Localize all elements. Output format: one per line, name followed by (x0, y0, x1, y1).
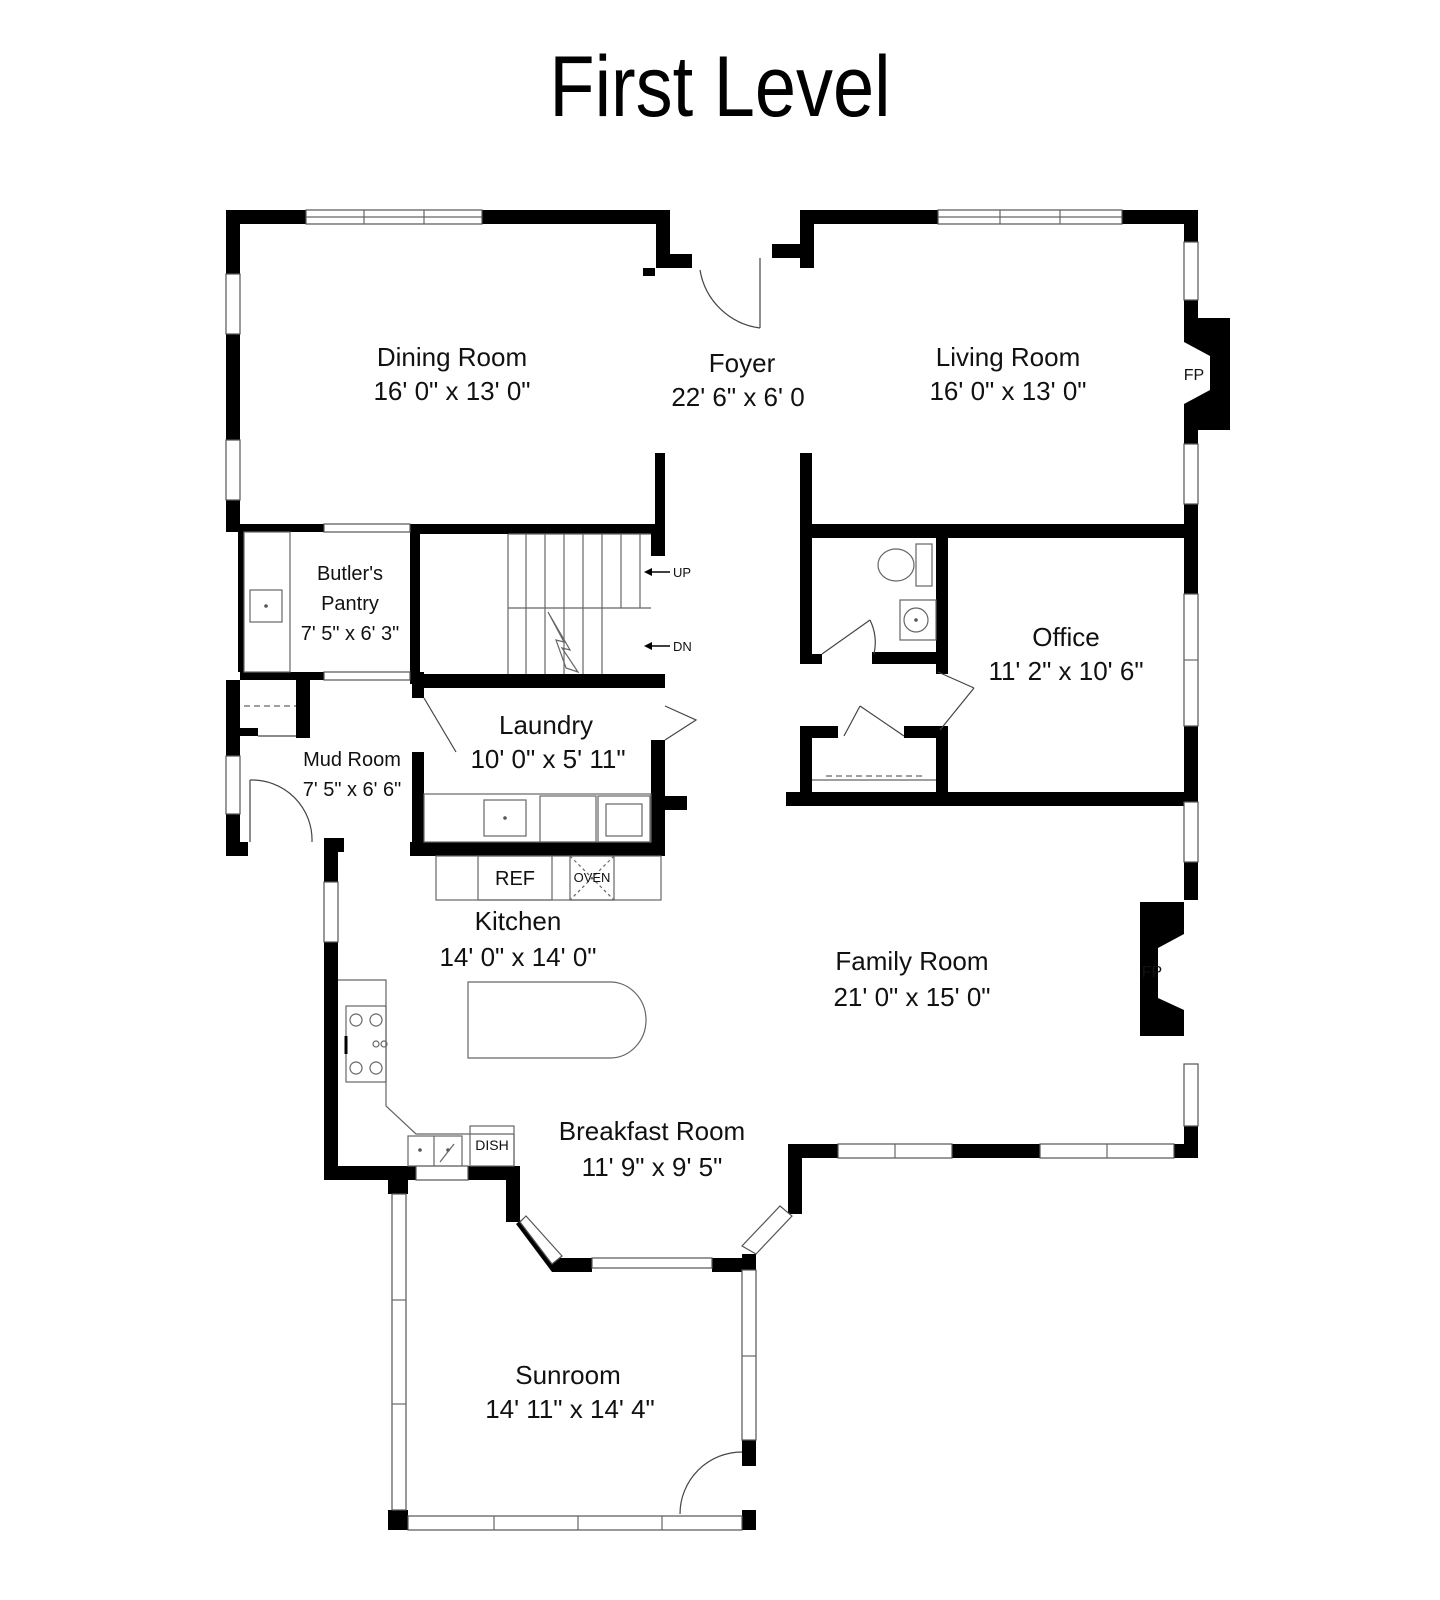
floor-title: First Level (549, 39, 891, 135)
refrigerator-icon (477, 855, 553, 901)
toilet-tank-icon (915, 543, 933, 587)
ref-label: REF (495, 868, 535, 890)
living-room-dims: 16' 0" x 13' 0" (929, 376, 1086, 406)
laundry-sink-icon (483, 799, 527, 837)
breakfast-room-name: Breakfast Room (559, 1116, 745, 1146)
pantry-sink-icon (249, 589, 283, 623)
butlers-pantry-name-2: Pantry (321, 593, 379, 615)
laundry-name: Laundry (499, 710, 593, 740)
exterior-walls (226, 210, 1230, 1530)
interior-walls (226, 453, 1198, 856)
laundry-dims: 10' 0" x 5' 11" (470, 744, 625, 774)
kitchen-sink-icon (407, 1135, 463, 1167)
living-fireplace-label: FP (1184, 367, 1204, 384)
dining-room-dims: 16' 0" x 13' 0" (373, 376, 530, 406)
kitchen-island (467, 981, 647, 1059)
office-name: Office (1032, 622, 1099, 652)
room-labels: Dining Room 16' 0" x 13' 0" Foyer 22' 6"… (301, 342, 1144, 1424)
family-fireplace-label: FP (1142, 964, 1162, 981)
dryer-icon (597, 795, 651, 843)
fixtures: REF OVEN DISH FP FP (243, 367, 1204, 1167)
dishwasher-icon (469, 1125, 515, 1167)
dish-label: DISH (475, 1137, 508, 1153)
range-icon (345, 1005, 387, 1083)
kitchen-dims: 14' 0" x 14' 0" (439, 942, 596, 972)
butlers-pantry-name-1: Butler's (317, 563, 383, 585)
mud-room-name: Mud Room (303, 749, 401, 771)
family-room-name: Family Room (835, 946, 988, 976)
mud-room-dims: 7' 5" x 6' 6" (303, 779, 402, 801)
windows (225, 209, 1199, 1531)
sunroom-name: Sunroom (515, 1360, 621, 1390)
doors (244, 258, 975, 1515)
staircase: UP DN (507, 533, 692, 674)
toilet-icon (877, 548, 915, 582)
powder-sink-icon (899, 599, 937, 641)
foyer-dims: 22' 6" x 6' 0 (671, 382, 804, 412)
oven-label: OVEN (574, 870, 611, 885)
oven-icon (569, 855, 615, 901)
office-dims: 11' 2" x 10' 6" (988, 656, 1143, 686)
breakfast-room-dims: 11' 9" x 9' 5" (582, 1152, 723, 1182)
washer-icon (539, 795, 597, 843)
family-room-dims: 21' 0" x 15' 0" (833, 982, 990, 1012)
sunroom-dims: 14' 11" x 14' 4" (485, 1394, 655, 1424)
dining-room-name: Dining Room (377, 342, 527, 372)
stairs-up-label: UP (673, 565, 691, 580)
kitchen-name: Kitchen (475, 906, 562, 936)
stairs-down-label: DN (673, 639, 692, 654)
butlers-pantry-dims: 7' 5" x 6' 3" (301, 623, 400, 645)
living-room-name: Living Room (936, 342, 1081, 372)
foyer-name: Foyer (709, 348, 776, 378)
